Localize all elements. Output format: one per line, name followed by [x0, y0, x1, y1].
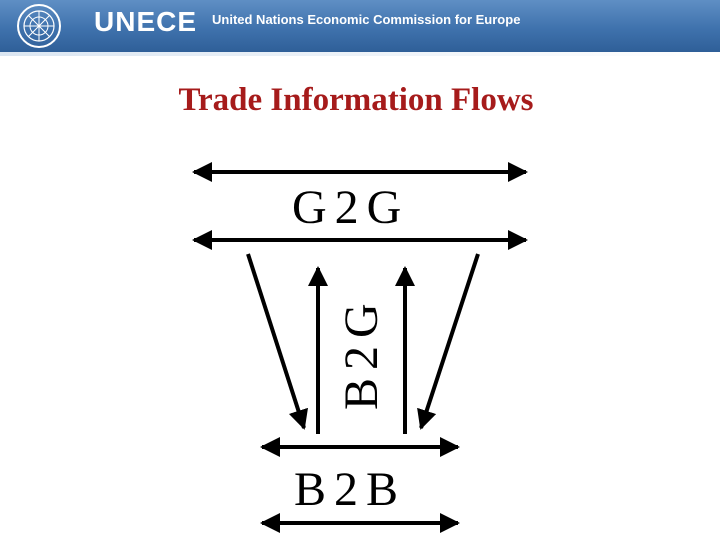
left-diagonal-arrow [246, 253, 309, 430]
b2b-label: B2B [294, 463, 407, 516]
un-emblem-icon [17, 4, 61, 48]
page-title: Trade Information Flows [178, 82, 534, 118]
brand-name: UNECE [94, 6, 198, 37]
banner-fade [0, 52, 720, 56]
b2g-label: B2G [335, 295, 388, 410]
header-banner: UNECE United Nations Economic Commission… [0, 0, 720, 52]
g2g-label: G2G [292, 181, 410, 234]
brand-subtitle: United Nations Economic Commission for E… [212, 12, 521, 27]
right-diagonal-arrow [417, 253, 480, 430]
